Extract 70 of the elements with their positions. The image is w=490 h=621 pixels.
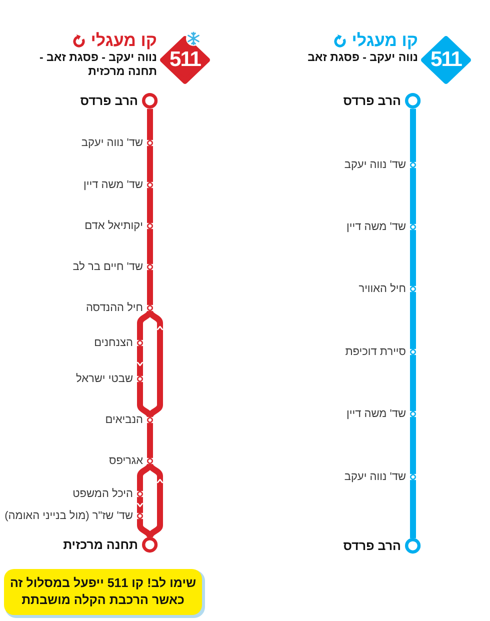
route-description: נווה יעקב - פסגת זאב	[306, 52, 418, 66]
terminal-station-ring	[405, 93, 421, 109]
route-description: נווה יעקב - פסגת זאב - תחנה מרכזית	[38, 52, 157, 79]
route-line	[137, 519, 153, 538]
route-line	[410, 480, 416, 538]
station-dot	[137, 376, 143, 382]
station-dot	[147, 458, 153, 464]
route-line	[147, 270, 153, 305]
route-line	[137, 310, 153, 340]
stop-name: תחנה מרכזית	[63, 538, 138, 552]
route-line	[410, 108, 416, 162]
stop-name: הנביאים	[105, 413, 143, 427]
terminal-station-ring	[142, 93, 158, 109]
route-line	[137, 346, 143, 376]
route-line	[410, 292, 416, 349]
stop-name: סיירת דוכיפת	[345, 345, 406, 359]
terminal-station-ring	[405, 538, 421, 554]
route-line	[147, 310, 166, 418]
route-line	[410, 417, 416, 474]
stop-name: שד' משה דיין	[346, 407, 406, 421]
route-line	[410, 168, 416, 224]
station-dot	[410, 474, 416, 480]
route-line	[147, 464, 166, 538]
route-title: קו מעגלי	[90, 31, 157, 51]
stop-name: שבטי ישראל	[76, 372, 133, 386]
stop-name: הרב פרדס	[343, 94, 401, 108]
stop-name: חיל האוויר	[358, 282, 406, 296]
station-dot	[410, 411, 416, 417]
route-number-badge: 511	[160, 36, 210, 84]
notice-box: שימו לב! קו 511 ייפעל במסלול זה כאשר הרכבת הקלה מושבתת	[4, 569, 202, 615]
route-line	[137, 382, 153, 418]
station-dot	[147, 417, 153, 423]
station-dot	[410, 349, 416, 355]
station-dot	[147, 182, 153, 188]
terminal-station-ring	[142, 537, 158, 553]
route-line	[147, 108, 153, 140]
route-line	[410, 355, 416, 411]
stop-name: שד' שז"ר (מול בנייני האומה)	[4, 509, 133, 523]
stop-name: חיל ההנדסה	[86, 301, 143, 315]
station-dot	[137, 513, 143, 519]
station-dot	[147, 140, 153, 146]
stop-name: הרב פרדס	[80, 94, 138, 108]
stop-name: אגריפס	[109, 454, 143, 468]
stop-name: שד' חיים בר לב	[72, 260, 143, 274]
station-dot	[410, 286, 416, 292]
route-line	[147, 423, 153, 458]
route-line	[137, 497, 143, 513]
stop-name: היכל המשפט	[72, 487, 133, 501]
station-dot	[410, 224, 416, 230]
station-dot	[147, 264, 153, 270]
route-line	[137, 464, 153, 491]
stop-name: יקותיאל אדם	[84, 219, 143, 233]
route-line	[147, 146, 153, 182]
station-dot	[410, 162, 416, 168]
route-line	[147, 229, 153, 264]
stop-name: שד' נווה יעקב	[344, 470, 406, 484]
stop-name: הצנחנים	[94, 336, 133, 350]
station-dot	[147, 223, 153, 229]
stop-name: שד' משה דיין	[346, 220, 406, 234]
stop-name: שד' משה דיין	[84, 178, 143, 192]
route-line	[147, 188, 153, 223]
station-dot	[147, 305, 153, 311]
station-dot	[137, 491, 143, 497]
stop-name: שד' נווה יעקב	[81, 136, 143, 150]
route-line	[410, 230, 416, 286]
route-number-badge: 511	[421, 36, 471, 84]
stop-name: הרב פרדס	[343, 539, 401, 553]
stop-name: שד' נווה יעקב	[344, 158, 406, 172]
station-dot	[137, 340, 143, 346]
route-title: קו מעגלי	[352, 31, 418, 51]
